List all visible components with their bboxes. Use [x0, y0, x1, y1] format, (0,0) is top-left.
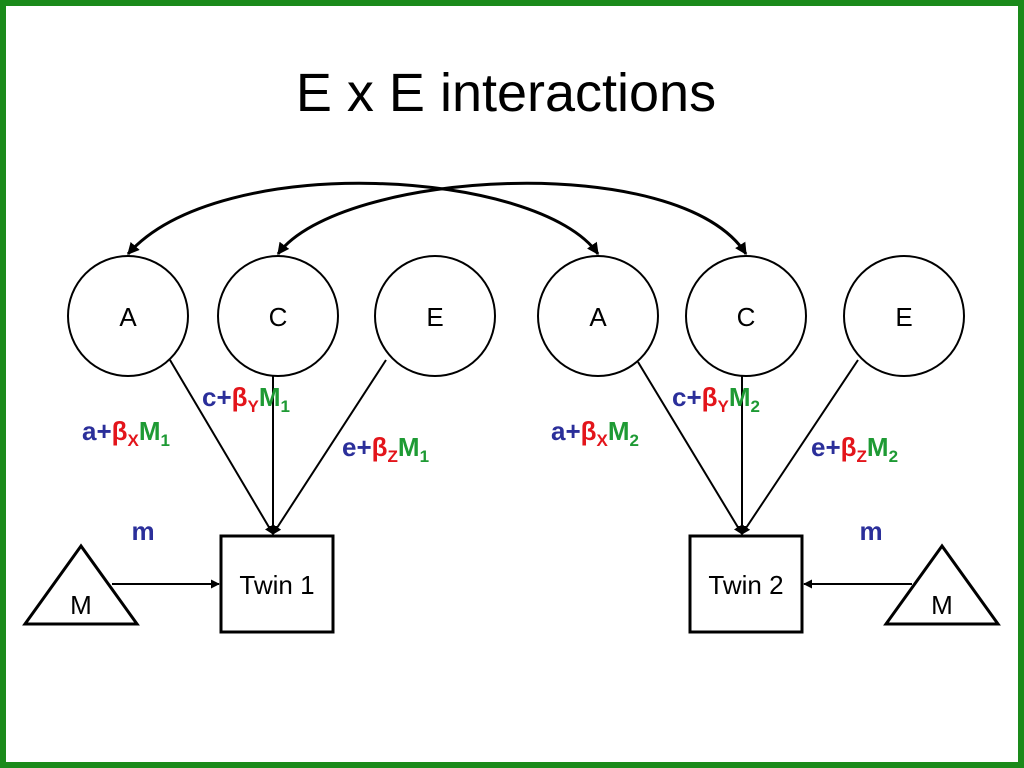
latent-c-twin1: C	[217, 255, 339, 377]
observed-twin2: Twin 2	[688, 534, 804, 634]
path-label-c-twin2: c+βYM2	[672, 382, 760, 416]
observed-twin1: Twin 1	[219, 534, 335, 634]
latent-c-twin2: C	[685, 255, 807, 377]
moderator-twin1-label: M	[70, 590, 92, 620]
latent-c-twin1-label: C	[269, 302, 288, 332]
moderator-path-label-twin2: m	[859, 516, 882, 546]
latent-e-twin1-label: E	[426, 302, 443, 332]
latent-a-twin1-label: A	[119, 302, 137, 332]
path-label-e-twin2: e+βZM2	[811, 432, 898, 466]
latent-c-twin2-label: C	[737, 302, 756, 332]
moderator-twin1: M	[22, 543, 140, 626]
moderator-twin2: M	[883, 543, 1001, 626]
observed-twin2-label: Twin 2	[708, 570, 783, 600]
path-label-a-twin2: a+βXM2	[551, 416, 639, 450]
latent-e-twin1: E	[374, 255, 496, 377]
path-label-e-twin1: e+βZM1	[342, 432, 429, 466]
page-title: E x E interactions	[295, 63, 717, 123]
correlation-arc-a	[126, 181, 600, 255]
latent-a-twin2: A	[537, 255, 659, 377]
path-e-twin2	[741, 359, 859, 535]
moderator-twin2-label: M	[931, 590, 953, 620]
correlation-arc-c	[276, 181, 748, 256]
moderator-path-label-twin1: m	[131, 516, 154, 546]
latent-e-twin2: E	[843, 255, 965, 377]
path-label-c-twin1: c+βYM1	[202, 382, 290, 416]
path-a-twin1	[169, 359, 274, 535]
path-a-twin2	[637, 361, 743, 535]
path-e-twin1	[272, 359, 387, 535]
latent-e-twin2-label: E	[895, 302, 912, 332]
latent-a-twin1: A	[67, 255, 189, 377]
latent-a-twin2-label: A	[589, 302, 607, 332]
observed-twin1-label: Twin 1	[239, 570, 314, 600]
path-label-a-twin1: a+βXM1	[82, 416, 170, 450]
